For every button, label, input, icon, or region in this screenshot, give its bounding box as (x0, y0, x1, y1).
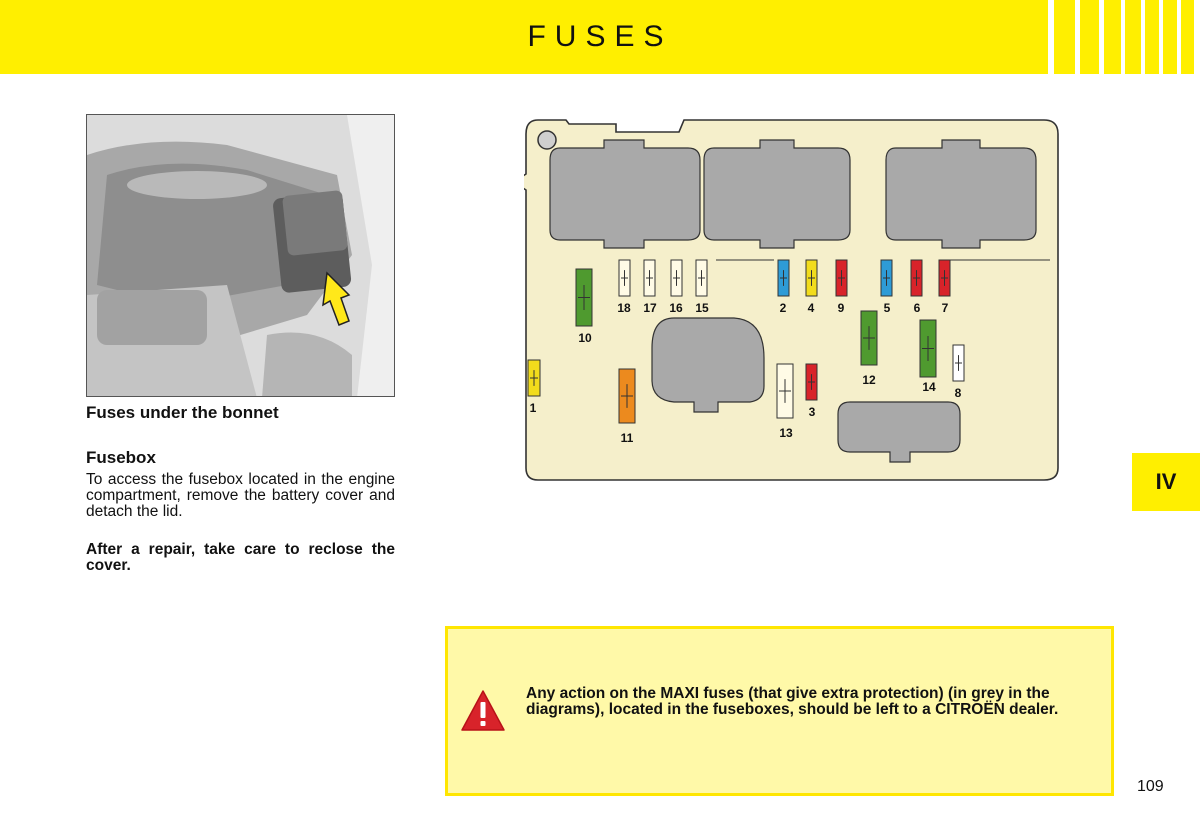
fuse-label: 1 (530, 401, 537, 415)
fuse-7: 7 (938, 259, 951, 315)
fuse-8: 8 (952, 344, 965, 400)
fuse-label: 9 (838, 301, 845, 315)
fuse-label: 11 (621, 431, 634, 445)
warning-triangle-icon (461, 690, 505, 731)
header-band: FUSES (0, 0, 1200, 74)
fuse-label: 14 (922, 380, 936, 394)
fuse-label: 2 (780, 301, 787, 315)
fuse-6: 6 (910, 259, 923, 315)
fuse-15: 15 (695, 259, 709, 315)
section-heading: Fusebox (86, 448, 156, 467)
fuse-label: 7 (942, 301, 949, 315)
fuse-5: 5 (880, 259, 893, 315)
header-stripe (1194, 0, 1200, 74)
maxi-fuse-block-1 (549, 139, 701, 249)
fuse-14: 14 (919, 319, 937, 394)
warning-box: Any action on the MAXI fuses (that give … (445, 626, 1114, 796)
fuse-3: 3 (805, 363, 818, 419)
fuse-label: 3 (809, 405, 816, 419)
engine-compartment-photo (86, 114, 395, 397)
fuse-label: 12 (862, 373, 876, 387)
fuse-label: 13 (779, 426, 793, 440)
fuse-label: 4 (808, 301, 815, 315)
fuse-11: 11 (618, 368, 636, 445)
page-number: 109 (1137, 778, 1164, 795)
photo-caption: Fuses under the bonnet (86, 403, 279, 422)
fuse-13: 13 (776, 363, 794, 440)
header-stripe (1121, 0, 1125, 74)
fuse-label: 10 (578, 331, 592, 345)
fuse-10: 10 (575, 268, 593, 345)
fuse-label: 17 (643, 301, 657, 315)
fuse-label: 8 (955, 386, 962, 400)
mounting-hole (537, 130, 557, 150)
header-stripe (1099, 0, 1104, 74)
fuse-2: 2 (777, 259, 790, 315)
fuse-12: 12 (860, 310, 878, 387)
fuse-16: 16 (669, 259, 683, 315)
header-stripe (1177, 0, 1181, 74)
fuse-1: 1 (527, 359, 541, 415)
header-stripe (1159, 0, 1163, 74)
chapter-tab: IV (1132, 453, 1200, 511)
fuse-17: 17 (643, 259, 657, 315)
fuse-18: 18 (617, 259, 631, 315)
section-note: After a repair, take care to reclose the… (86, 541, 395, 574)
fuse-label: 5 (884, 301, 891, 315)
maxi-fuse-block-4 (651, 317, 765, 413)
warning-text: Any action on the MAXI fuses (that give … (526, 685, 1059, 718)
maxi-fuse-block-3 (885, 139, 1037, 249)
fuse-label: 15 (695, 301, 709, 315)
header-stripe (1075, 0, 1080, 74)
fuse-label: 16 (669, 301, 683, 315)
header-stripe (1048, 0, 1054, 74)
header-stripe (1141, 0, 1145, 74)
section-body: To access the fusebox located in the eng… (86, 471, 395, 520)
fuse-label: 18 (617, 301, 631, 315)
fuse-9: 9 (835, 259, 848, 315)
page-title: FUSES (527, 20, 673, 53)
fuse-label: 6 (914, 301, 921, 315)
engine-photo-illustration (87, 115, 394, 396)
fuse-4: 4 (805, 259, 818, 315)
yellow-arrow-icon (322, 271, 351, 326)
maxi-fuse-block-5 (837, 401, 961, 463)
maxi-fuse-block-2 (703, 139, 851, 249)
